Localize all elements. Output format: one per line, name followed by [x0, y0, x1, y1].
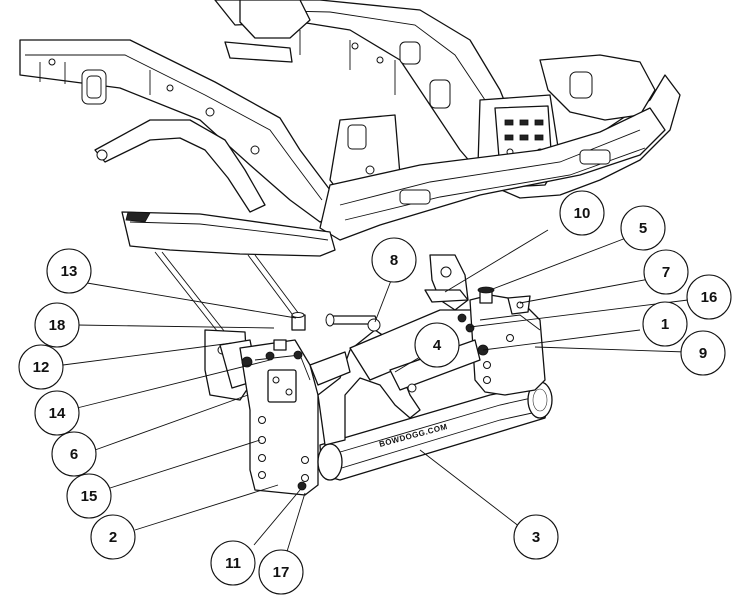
svg-text:15: 15 [81, 488, 98, 505]
svg-text:1: 1 [661, 316, 669, 333]
svg-text:17: 17 [273, 564, 290, 581]
callout-10: 10 [559, 190, 605, 236]
callout-7: 7 [643, 249, 689, 295]
callout-11: 11 [210, 540, 256, 586]
callout-3: 3 [513, 514, 559, 560]
callout-13: 13 [46, 248, 92, 294]
callout-14: 14 [34, 390, 80, 436]
svg-text:5: 5 [639, 220, 647, 237]
svg-text:7: 7 [662, 264, 670, 281]
leader-lines [62, 229, 689, 559]
baseplate-assembly: BOWDOGG.COM [204, 254, 553, 496]
callout-9: 9 [680, 330, 726, 376]
callout-6: 6 [51, 431, 97, 477]
svg-text:9: 9 [699, 345, 707, 362]
svg-text:13: 13 [61, 263, 78, 280]
svg-text:10: 10 [574, 205, 591, 222]
callout-18: 18 [34, 302, 80, 348]
svg-text:18: 18 [49, 317, 66, 334]
callout-12: 12 [18, 344, 64, 390]
callout-15: 15 [66, 473, 112, 519]
svg-text:16: 16 [701, 289, 718, 306]
svg-text:6: 6 [70, 446, 78, 463]
callout-1: 1 [642, 301, 688, 347]
callout-8: 8 [371, 237, 417, 283]
callout-17: 17 [258, 549, 304, 595]
svg-text:3: 3 [532, 529, 540, 546]
svg-text:14: 14 [49, 405, 66, 422]
vehicle-frame [19, 0, 681, 257]
callout-2: 2 [90, 514, 136, 560]
svg-text:2: 2 [109, 529, 117, 546]
svg-text:12: 12 [33, 359, 50, 376]
callout-4: 4 [414, 322, 460, 368]
svg-text:4: 4 [433, 337, 442, 354]
callout-16: 16 [686, 274, 732, 320]
svg-text:11: 11 [225, 555, 241, 572]
callout-5: 5 [620, 205, 666, 251]
svg-text:8: 8 [390, 252, 398, 269]
